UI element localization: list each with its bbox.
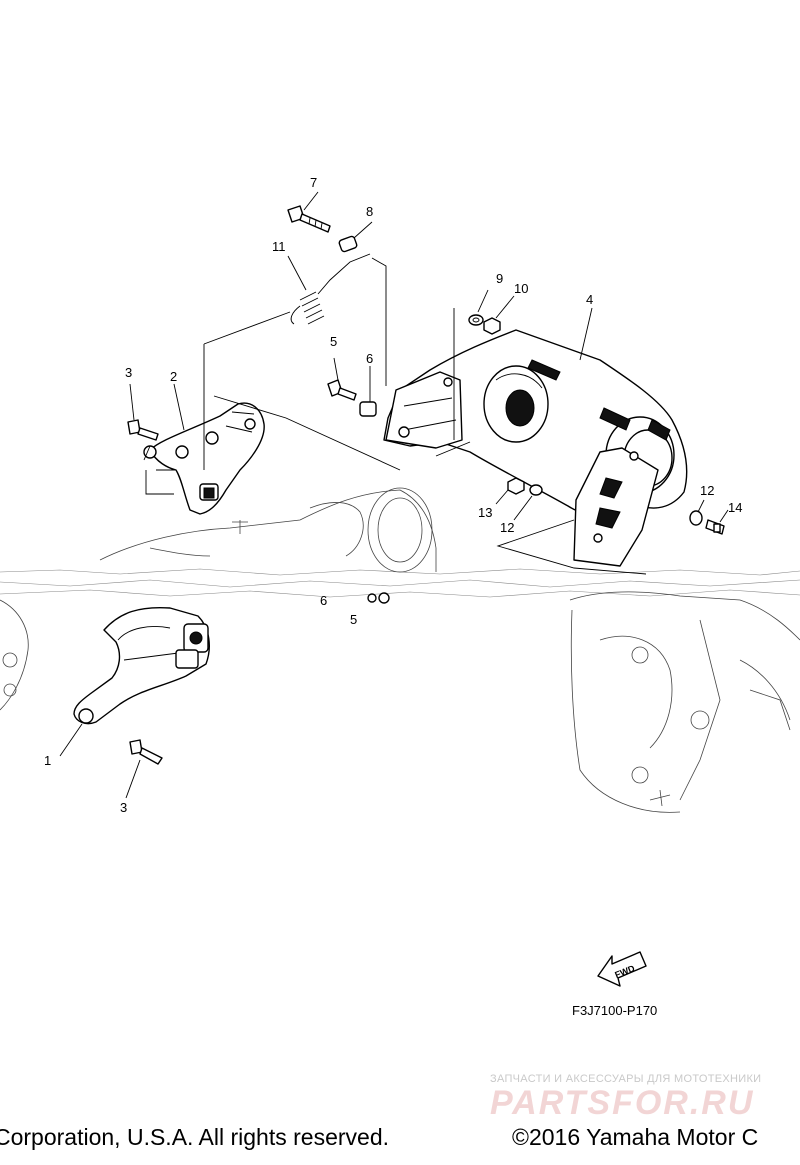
callout-12-left: 12 xyxy=(500,520,514,535)
copyright-left: Corporation, U.S.A. All rights reserved. xyxy=(0,1124,389,1150)
watermark-tagline: ЗАПЧАСТИ И АКСЕССУАРЫ ДЛЯ МОТОТЕХНИКИ xyxy=(490,1073,761,1085)
leader-lines xyxy=(59,191,729,799)
callout-12-right: 12 xyxy=(700,483,714,498)
callout-7: 7 xyxy=(310,175,317,190)
fwd-arrow: FWD xyxy=(597,951,647,987)
part-11-spring xyxy=(290,253,371,325)
callout-11: 11 xyxy=(272,239,286,254)
copyright-right: ©2016 Yamaha Motor C xyxy=(512,1124,759,1150)
engine-background xyxy=(0,487,800,813)
callout-3-upper: 3 xyxy=(125,365,132,380)
part-2-bracket xyxy=(143,402,265,515)
part-1-bracket xyxy=(73,606,210,725)
watermark-brand: PARTSFOR.RU xyxy=(490,1084,754,1122)
callout-13: 13 xyxy=(478,505,492,520)
callout-8: 8 xyxy=(366,204,373,219)
callout-3-lower: 3 xyxy=(120,800,127,815)
part-4-exhaust-manifold xyxy=(383,329,688,567)
callouts: 7 8 11 9 10 4 5 6 3 2 12 14 13 12 6 5 1 … xyxy=(44,175,742,815)
callout-6-upper: 6 xyxy=(366,351,373,366)
callout-9: 9 xyxy=(496,271,503,286)
hardware xyxy=(127,205,725,765)
callout-4: 4 xyxy=(586,292,593,307)
callout-5-lower: 5 xyxy=(350,612,357,627)
figure-code: F3J7100-P170 xyxy=(572,1003,657,1018)
callout-14: 14 xyxy=(728,500,742,515)
watermark: ЗАПЧАСТИ И АКСЕССУАРЫ ДЛЯ МОТОТЕХНИКИ PA… xyxy=(490,1073,761,1122)
callout-6-lower: 6 xyxy=(320,593,327,608)
part-7-bolt xyxy=(287,205,331,233)
callout-10: 10 xyxy=(514,281,528,296)
callout-1: 1 xyxy=(44,753,51,768)
callout-2: 2 xyxy=(170,369,177,384)
callout-5-upper: 5 xyxy=(330,334,337,349)
